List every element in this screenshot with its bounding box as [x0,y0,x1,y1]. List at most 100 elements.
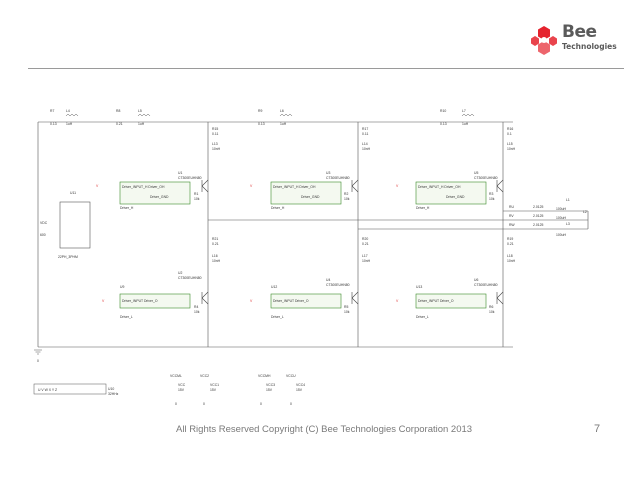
label-vcc3: VCC3 [266,383,275,387]
label-l16: L16 [212,254,218,258]
pwm-module-name: 22PH_3PHM [58,255,78,259]
brand-name: Bee [562,22,597,42]
value-r1: 10k [194,197,200,201]
v-tag-6: V [396,299,399,303]
value-l3: 100uH [556,233,567,237]
value-r3: 10k [489,197,495,201]
label-r1: R1 [194,192,198,196]
label-vccu: VCCU [286,374,296,378]
label-r17: R17 [362,127,368,131]
value-l5: 1uH [138,122,145,126]
label-l4: L4 [66,109,70,113]
driver-h2-name: Driver_H [271,206,285,210]
value-l7: 1uH [462,122,469,126]
supply-gnd-1: 0 [175,402,177,406]
page-number: 7 [594,423,601,435]
high-side-elements: R15 0.11 L13 10nH R17 0.11 L14 10nH R16 … [212,127,516,151]
label-r3: R3 [489,192,493,196]
driver-l3-pins: Driver_INPUT Driver_O [418,299,454,303]
driver-l2-pins: Driver_INPUT Driver_O [273,299,309,303]
label-u10: U10 [108,387,114,391]
label-r15: R15 [212,127,218,131]
bee-logo: Bee Technologies [528,22,628,58]
model-u1: CT300EUHN80 [178,176,202,180]
label-l7: L7 [462,109,466,113]
label-l18: L18 [507,254,513,258]
label-r16: R16 [507,127,513,131]
pwm-pins: U V W X Y Z [38,388,57,392]
value-r8: 0.21 [116,122,123,126]
value-l15: 10nH [507,147,516,151]
v-tag-3: V [396,184,399,188]
value-rw: 2.0125 [533,223,543,227]
value-l16: 10nH [212,259,221,263]
value-r9: 0.13 [258,122,265,126]
v-tag-1: V [96,184,99,188]
label-vcch: VCCMH [258,374,271,378]
high-side-drivers: Driver_INPUT_H Driver_OH Driver_GND Driv… [96,171,498,210]
label-u4: U4 [326,278,330,282]
label-ru: RU [509,205,514,209]
label-l17: L17 [362,254,368,258]
label-r5: R5 [344,305,348,309]
model-u3: CT300EUHN80 [326,176,350,180]
label-r9: R9 [258,109,262,113]
value-r7: 0.13 [50,122,57,126]
label-l13: L13 [212,142,218,146]
value-l13: 10nH [212,147,221,151]
power-supplies: VCCML VCC2 VCCMH VCCU VCC 15V VCC1 15V V… [170,374,305,406]
label-u1: U1 [178,171,182,175]
value-r16: 0.1 [507,132,512,136]
brand-subtitle: Technologies [562,42,617,51]
label-vcc4: VCC4 [296,383,305,387]
value-ru: 2.0125 [533,205,543,209]
value-r5: 10k [344,310,350,314]
supply-gnd-4: 0 [290,402,292,406]
value-vcc4: 15V [296,388,303,392]
value-vcc3: 15V [266,388,273,392]
label-vcc: VCC [178,383,186,387]
label-r20: R20 [362,237,368,241]
label-r2: R2 [344,192,348,196]
label-r10: R10 [440,109,446,113]
label-l3: L3 [566,222,570,226]
load-network: RU 2.0125 RV 2.0125 RW 2.0125 L1 100uH L… [509,198,587,237]
value-r20: 0.21 [362,242,369,246]
low-side-drivers: Driver_INPUT Driver_O Driver_L Driver_IN… [102,271,498,319]
label-l6: L6 [280,109,284,113]
value-l4: 1uH [66,122,73,126]
supply-gnd-2: 0 [203,402,205,406]
label-gnd: 0 [37,359,39,363]
value-l2: 100uH [556,216,567,220]
model-u4: CT300EUHN80 [326,283,350,287]
label-r4: R4 [194,305,198,309]
value-r17: 0.11 [362,132,368,136]
label-rw: RW [509,223,515,227]
label-l5: L5 [138,109,142,113]
supply-gnd-3: 0 [260,402,262,406]
label-u13: U13 [416,285,422,289]
model-u6: CT300EUHN80 [474,283,498,287]
value-r21: 0.21 [212,242,219,246]
label-vcc1: VCC1 [210,383,219,387]
label-r7: R7 [50,109,54,113]
value-r10: 0.13 [440,122,447,126]
driver-l1-name: Driver_L [120,315,133,319]
label-vccl: VCCML [170,374,182,378]
model-u10: 32HHz [108,392,119,396]
driver-l2-name: Driver_L [271,315,284,319]
value-l18: 10nH [507,259,516,263]
label-l2: L2 [583,210,587,214]
driver-h3-gnd: Driver_GND [446,195,465,199]
value-r15: 0.11 [212,132,218,136]
driver-l1-pins: Driver_INPUT Driver_O [122,299,158,303]
value-l14: 10nH [362,147,371,151]
label-r8: R8 [116,109,120,113]
bee-hexagon-icon [531,26,557,55]
value-r6: 10k [489,310,495,314]
value-vdc: 600 [40,233,46,237]
driver-h3-name: Driver_H [416,206,430,210]
label-rv: RV [509,214,514,218]
value-l6: 1uH [280,122,287,126]
value-r4: 10k [194,310,200,314]
